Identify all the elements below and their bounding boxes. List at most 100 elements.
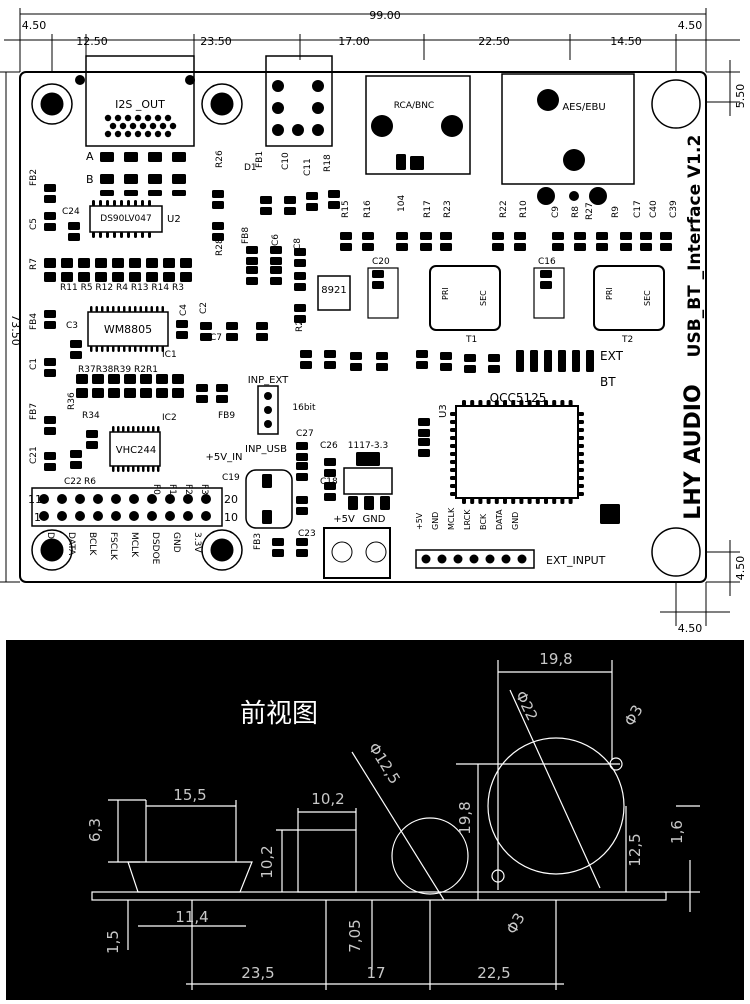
via — [272, 102, 284, 114]
header-left-top: 11 — [28, 493, 42, 506]
pad — [112, 466, 115, 472]
pad — [294, 272, 306, 280]
label-c6: C6 — [271, 234, 281, 246]
pad — [294, 304, 306, 312]
pad — [95, 258, 107, 268]
pad — [122, 426, 125, 432]
pad — [535, 400, 540, 406]
via — [75, 494, 85, 504]
pad — [440, 243, 452, 251]
pad — [640, 232, 652, 240]
via — [183, 511, 193, 521]
pad — [157, 426, 160, 432]
pad — [108, 374, 120, 384]
pad — [61, 272, 73, 282]
header-pin-label: BCLK — [87, 532, 97, 556]
pad — [440, 232, 452, 240]
pad — [324, 458, 336, 466]
ext-pin-label: LRCK — [463, 509, 472, 530]
pad — [372, 270, 384, 278]
pad — [396, 154, 406, 170]
label-c26: C26 — [320, 441, 338, 451]
pad — [124, 374, 136, 384]
pad — [212, 222, 224, 230]
pad — [294, 248, 306, 256]
front-view-drawing — [91, 660, 700, 990]
via — [129, 122, 137, 130]
label-r27: R27 — [585, 202, 595, 220]
pad — [70, 450, 82, 458]
pad — [660, 232, 672, 240]
ext-pin-label: MCLK — [447, 507, 456, 530]
pad — [596, 232, 608, 240]
dim-d4: 14.50 — [610, 35, 642, 48]
pad — [142, 426, 145, 432]
via — [501, 554, 511, 564]
pad — [127, 426, 130, 432]
pad — [272, 549, 284, 557]
label-c2: C2 — [199, 302, 209, 314]
pad — [416, 350, 428, 358]
t2-label: T2 — [621, 335, 633, 345]
pad — [586, 350, 594, 372]
via — [485, 554, 495, 564]
via — [159, 122, 167, 130]
label-c1: C1 — [29, 358, 39, 370]
pad — [140, 374, 152, 384]
vhc-label: VHC244 — [116, 445, 156, 456]
pad — [294, 315, 306, 323]
pad — [100, 152, 114, 162]
pad — [112, 258, 124, 268]
via — [75, 511, 85, 521]
header-f-label: F2 — [183, 484, 193, 495]
pad — [420, 232, 432, 240]
pad — [123, 306, 126, 312]
pad — [156, 374, 168, 384]
pad — [270, 246, 282, 254]
pad — [256, 322, 268, 330]
pad — [494, 400, 499, 406]
label-r16: R16 — [363, 200, 373, 218]
pad — [44, 184, 56, 192]
pad — [262, 510, 272, 524]
dim-right-v: 5.50 — [734, 84, 747, 109]
via — [124, 130, 132, 138]
pad — [296, 442, 308, 450]
label-r_row2: R37R38R39 R2R1 — [78, 365, 158, 375]
pad — [44, 416, 56, 424]
via — [114, 130, 122, 138]
pad — [492, 232, 504, 240]
aes-label: AES/EBU — [562, 102, 605, 113]
pad — [44, 258, 56, 268]
pad — [172, 388, 184, 398]
pad — [418, 449, 430, 457]
transformer-t1 — [429, 265, 501, 331]
dim-h1: 6,3 — [86, 818, 104, 842]
via — [272, 80, 284, 92]
pad — [86, 430, 98, 438]
pad — [212, 201, 224, 209]
dim-d3: 22.50 — [478, 35, 510, 48]
header-pin-label: 3.3V — [192, 532, 202, 553]
pad — [350, 363, 362, 371]
pad — [44, 223, 56, 231]
pad — [296, 549, 308, 557]
pad — [129, 258, 141, 268]
mount-hole — [651, 527, 701, 577]
ext-pin-label: DATA — [495, 509, 504, 530]
pad — [478, 400, 483, 406]
header-f-label: F0 — [151, 484, 161, 495]
u3-label: U3 — [438, 404, 449, 418]
pad — [470, 400, 475, 406]
pad — [200, 333, 212, 341]
pad — [134, 200, 137, 206]
pad — [356, 452, 380, 466]
pad — [294, 283, 306, 291]
pad — [157, 466, 160, 472]
via — [154, 130, 162, 138]
wm-label: WM8805 — [104, 323, 152, 336]
pad — [516, 350, 524, 372]
pad — [270, 277, 282, 285]
label-r34: R34 — [82, 411, 100, 421]
pad — [270, 266, 282, 274]
